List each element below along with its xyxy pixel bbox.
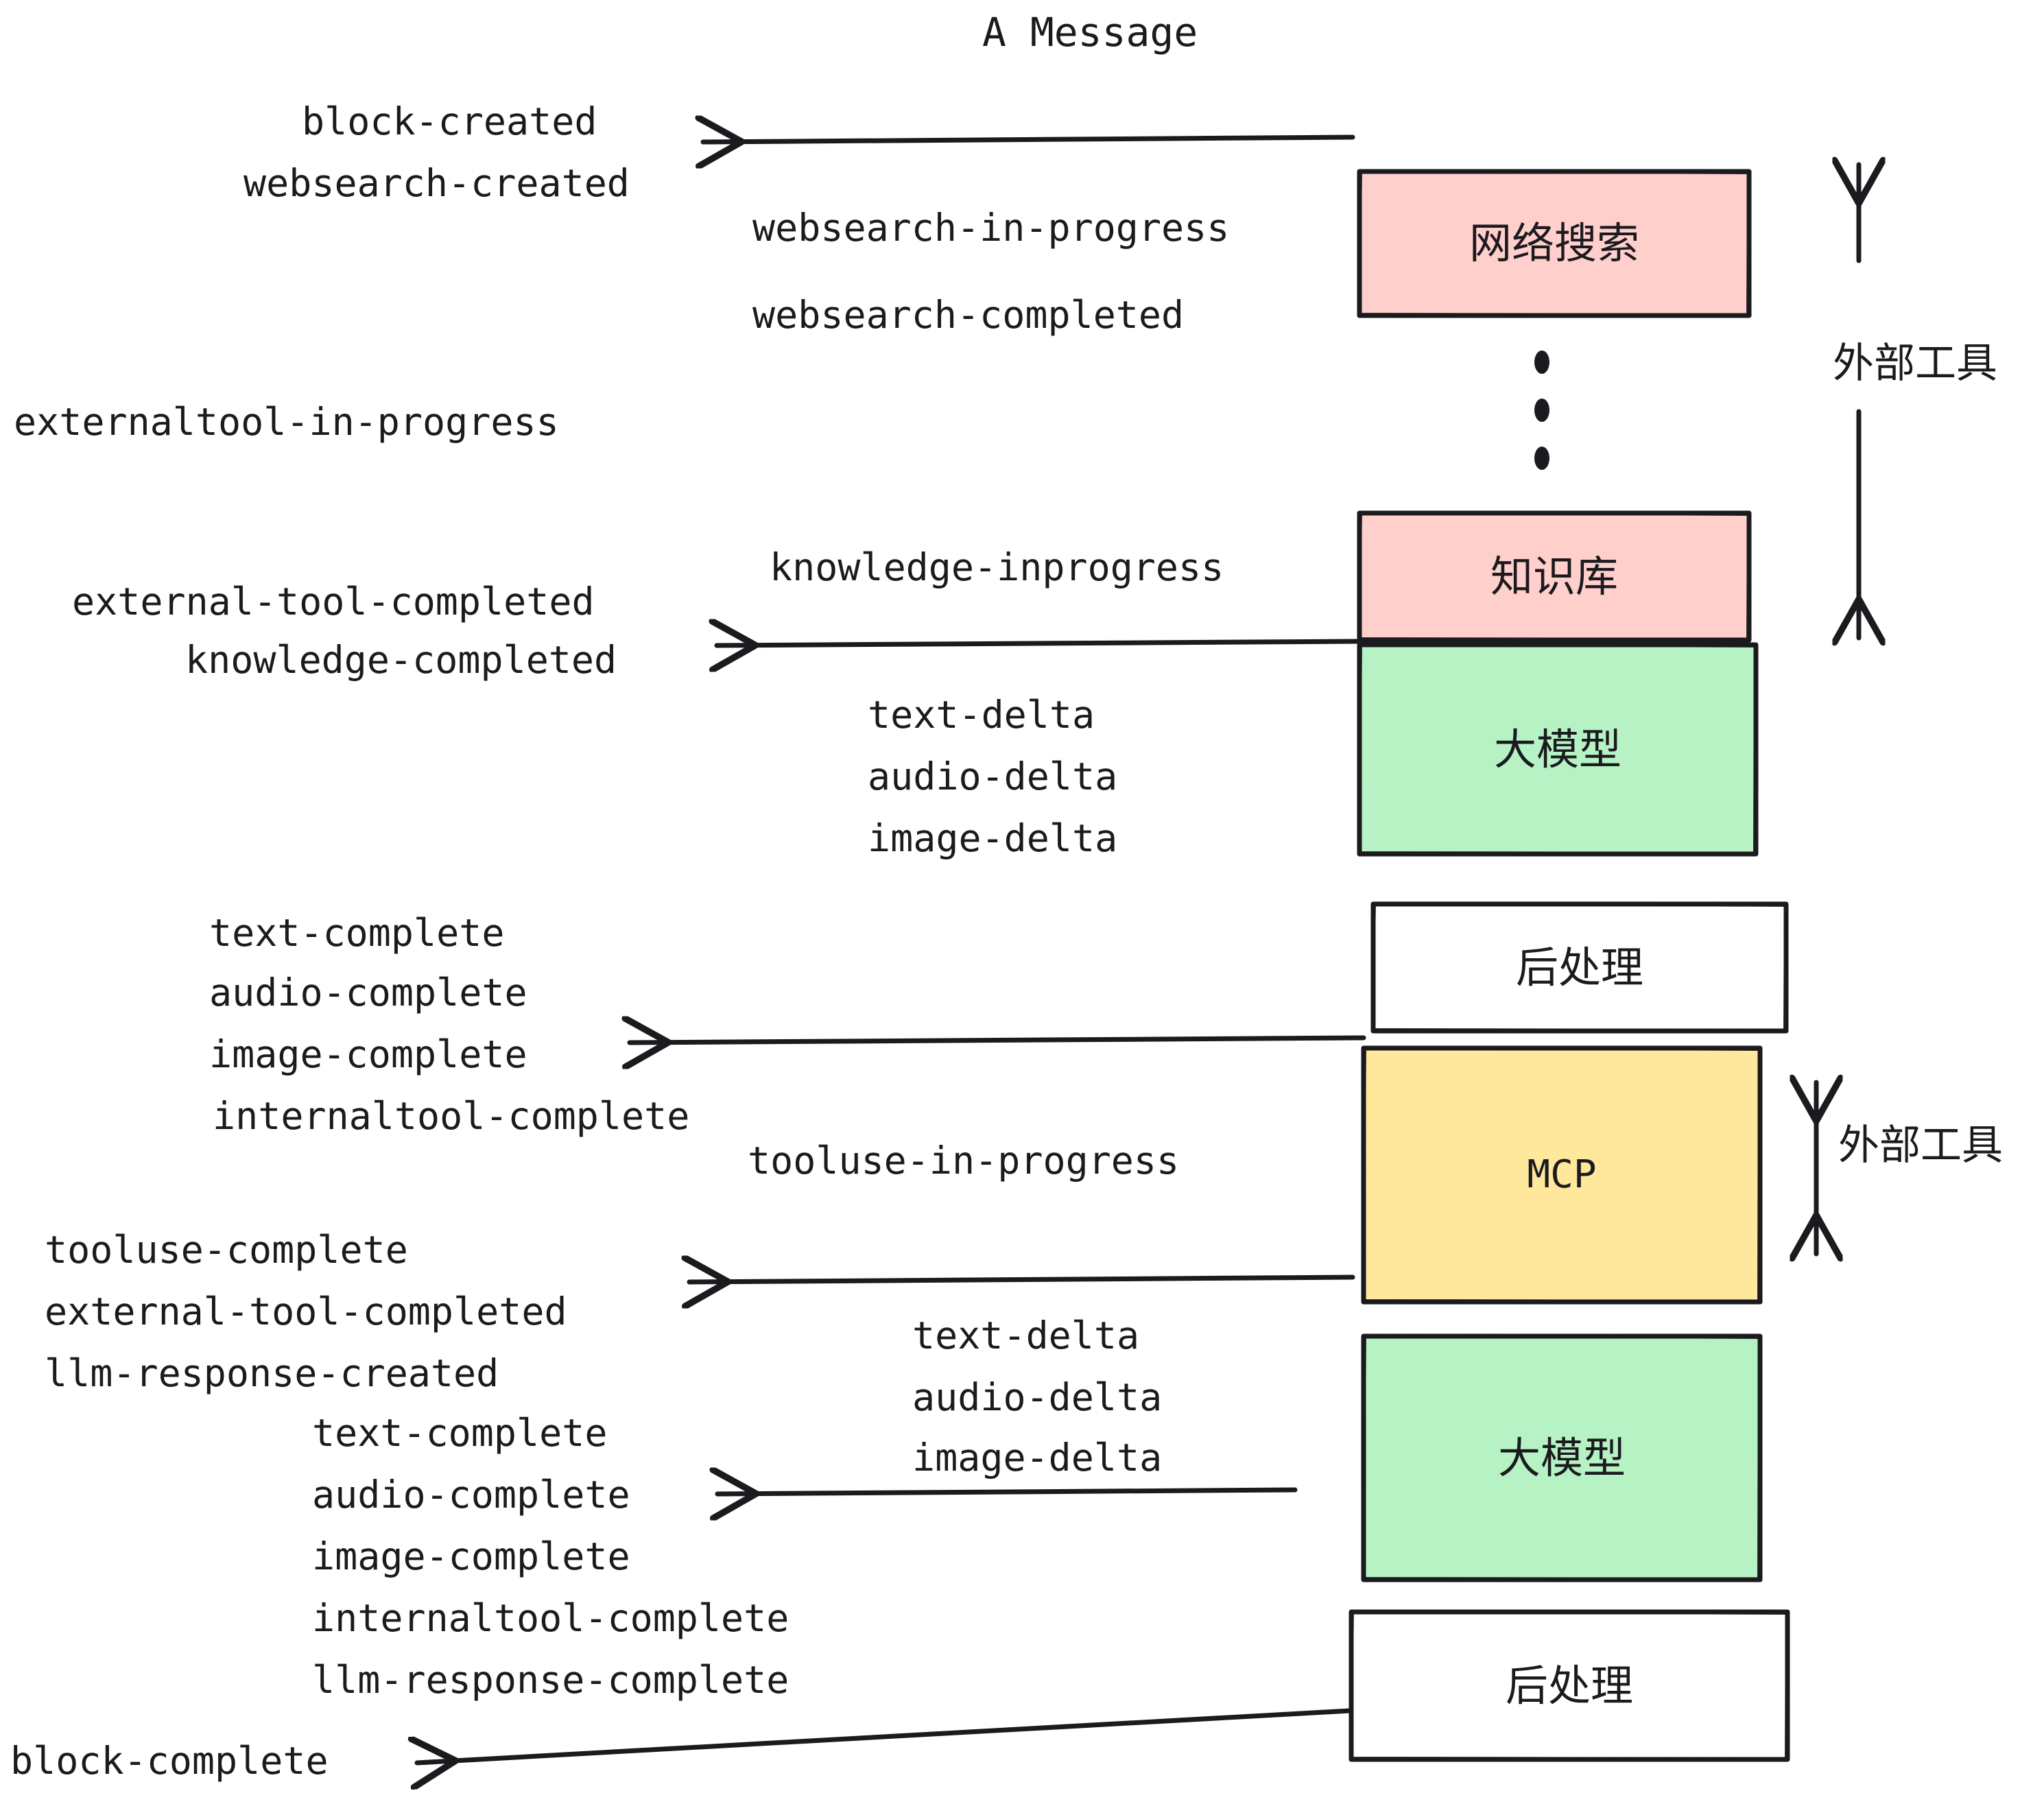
box-label-knowledge: 知识库 [1490,551,1618,602]
box-label-llm-top: 大模型 [1493,724,1621,774]
box-label-mcp: MCP [1527,1152,1597,1197]
box-label-llm-bottom: 大模型 [1497,1432,1626,1483]
event-label-image-complete-1: image-complete [209,1032,527,1076]
event-label-text-complete-1: text-complete [209,911,505,955]
event-label-image-delta-2: image-delta [912,1436,1163,1480]
box-label-post-bottom: 后处理 [1505,1660,1633,1711]
process-box-mcp[interactable] [1361,1045,1763,1305]
event-label-tooluse-in-progress: tooluse-in-progress [748,1139,1180,1183]
event-label-websearch-in-progress: websearch-in-progress [752,206,1230,250]
process-box-post-bottom[interactable] [1348,1609,1790,1762]
event-label-internaltool-complete-2: internaltool-complete [312,1596,789,1640]
arrow-image-complete [630,1038,1366,1043]
ellipsis-dot-3 [1534,447,1549,470]
event-label-audio-complete-1: audio-complete [209,971,527,1014]
side-label-external-tools-top: 外部工具 [1833,340,1997,388]
event-label-external-tool-completed-1: external-tool-completed [72,580,595,624]
box-label-post-top: 后处理 [1515,942,1643,993]
arrow-audio-complete [717,1490,1298,1494]
arrow-block-complete [417,1708,1353,1763]
event-label-image-complete-2: image-complete [312,1534,630,1578]
process-box-llm-bottom[interactable] [1361,1333,1763,1582]
event-label-externaltool-in-progress: externaltool-in-progress [14,400,559,444]
event-label-audio-delta-1: audio-delta [868,755,1118,798]
arrow-tooluse-done [689,1277,1355,1282]
process-boxes [1348,169,1790,1762]
process-box-websearch[interactable] [1357,169,1752,318]
arrow-block-created [703,137,1355,142]
event-label-text-delta-1: text-delta [868,693,1095,737]
arrow-knowledge-done [717,641,1359,645]
event-label-websearch-completed: websearch-completed [752,293,1185,337]
event-label-internaltool-complete-1: internaltool-complete [213,1094,690,1138]
event-label-audio-delta-2: audio-delta [912,1375,1163,1419]
event-label-image-delta-1: image-delta [868,816,1118,860]
event-label-block-complete: block-complete [10,1739,329,1783]
event-label-audio-complete-2: audio-complete [312,1473,630,1517]
page-title: A Message [982,9,1198,56]
event-label-block-created: block-created [302,99,597,143]
event-label-external-tool-completed-2: external-tool-completed [45,1290,567,1333]
event-label-websearch-created: websearch-created [243,161,630,205]
event-label-llm-response-complete: llm-response-complete [312,1658,789,1702]
process-box-post-top[interactable] [1370,901,1789,1034]
ellipsis-dot-1 [1534,351,1549,374]
process-box-llm-top[interactable] [1357,642,1759,857]
box-label-websearch: 网络搜索 [1469,218,1639,268]
vertical-ellipsis [1534,351,1549,470]
event-label-knowledge-completed: knowledge-completed [185,638,617,682]
event-label-tooluse-complete: tooluse-complete [45,1228,408,1272]
event-label-knowledge-inprogress: knowledge-inprogress [770,545,1224,589]
event-label-text-delta-2: text-delta [912,1314,1140,1357]
event-label-text-complete-2: text-complete [312,1411,608,1455]
event-arrows [417,137,1366,1763]
event-label-llm-response-created: llm-response-created [45,1351,499,1395]
side-label-external-tools-mcp: 外部工具 [1838,1121,2003,1170]
process-box-knowledge[interactable] [1357,510,1752,643]
side-annotation-arrows [1816,165,1859,1254]
ellipsis-dot-2 [1534,399,1549,422]
